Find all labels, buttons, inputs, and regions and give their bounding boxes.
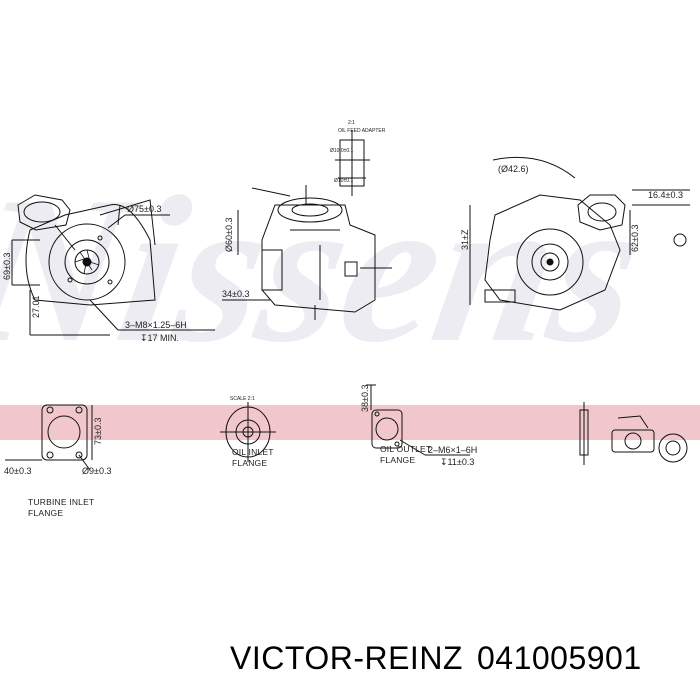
dim-diameter-42: (Ø42.6) (498, 164, 529, 174)
bolt-hole (67, 277, 73, 283)
oil-outlet-flange (366, 384, 470, 456)
watermark-logo: Nissens (0, 152, 658, 385)
round-gasket (658, 433, 688, 463)
bolt-hole (107, 279, 113, 285)
part-number: 041005901 (476, 640, 642, 676)
dim-offset-27: 27.01 (31, 295, 41, 318)
right-actuator (577, 194, 626, 231)
adapter-scale: 2:1 (348, 120, 355, 126)
dim-outlet-depth: ↧11±0.3 (440, 457, 474, 467)
dim-thread-depth: ↧17 MIN. (140, 333, 179, 343)
gasket-part (611, 429, 655, 453)
main-turbo-view (11, 194, 215, 336)
adapter-caption: OIL FEED ADAPTER (338, 128, 386, 134)
turbine-inlet-flange (5, 404, 93, 471)
side-turbo-view (222, 130, 392, 320)
compressor-housing (25, 203, 156, 306)
watermark-band (0, 405, 700, 440)
dim-height-62: 62±0.3 (630, 225, 640, 252)
dim-inlet-40: 40±0.3 (4, 466, 31, 476)
turbine-housing (484, 194, 621, 311)
right-turbo-view (469, 156, 690, 311)
watermark: Nissens (0, 152, 700, 440)
wastegate-actuator (17, 194, 71, 231)
dim-compressor-diameter: Ø75±0.3 (127, 204, 161, 214)
dim-width-34: 34±0.3 (222, 289, 249, 299)
dim-height-69: 69±0.3 (2, 253, 12, 280)
dim-inlet-73: 73±0.3 (93, 418, 103, 445)
adapter-dim-10a: Ø10.0±0.1 (330, 148, 354, 154)
dim-outlet-38: 38±0.3 (360, 385, 370, 412)
dim-diameter-60: Ø60±0.3 (224, 218, 234, 252)
compressor-outer-ring (48, 223, 126, 301)
adapter-dim-10b: Ø10±0.1 (334, 178, 353, 184)
compressor-outlet (99, 199, 156, 246)
accessory-parts (579, 402, 688, 465)
dim-outlet-thread: 2–M6×1–6H (428, 445, 477, 455)
bolt-hole (97, 235, 103, 241)
actuator-cap (23, 201, 61, 223)
dim-thread-m8: 3–M8×1.25–6H (125, 320, 187, 330)
oil-inlet-flange (220, 402, 276, 462)
dim-offset-16: 16.4±0.3 (648, 190, 683, 200)
part-number-footer: VICTOR-REINZ 041005901 (230, 640, 690, 690)
dim-height-31: 31±Z (460, 229, 470, 250)
turbine-wheel (540, 252, 560, 272)
oil-inlet-scale: SCALE 2:1 (230, 396, 255, 402)
brand-name: VICTOR-REINZ (230, 640, 463, 676)
dim-inlet-hole: Ø9±0.3 (82, 466, 111, 476)
